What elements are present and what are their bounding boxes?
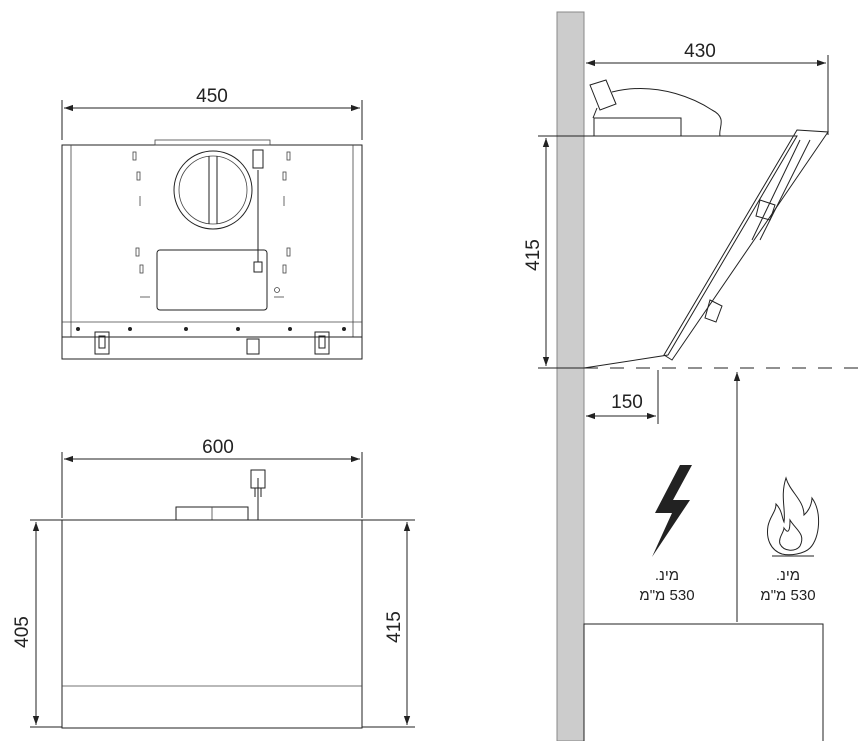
front-view: 600 405 415 [12, 437, 415, 729]
electric-min-line1: מינ. [655, 567, 679, 584]
side-depth-dimension: 430 [586, 41, 829, 135]
side-offset-dimension: 150 [586, 370, 659, 424]
wall [556, 11, 585, 741]
electric-min-line2: 530 מ"מ [639, 587, 694, 604]
front-left-height-label: 405 [12, 616, 33, 648]
duct-collar [173, 150, 253, 230]
flame-icon [767, 476, 819, 557]
side-plug-cable [589, 79, 722, 137]
screws [76, 287, 346, 331]
electric-cooktop-clearance: מינ. 530 מ"מ [639, 465, 695, 604]
hood-profile [583, 129, 829, 369]
top-view-body [61, 139, 363, 360]
cooktop-counter [583, 623, 824, 741]
side-depth-label: 430 [684, 41, 716, 62]
front-plug [175, 469, 266, 521]
side-height-label: 415 [523, 239, 544, 271]
front-right-height-label: 415 [384, 611, 405, 643]
front-right-height-dimension: 415 [362, 519, 415, 728]
side-height-dimension: 415 [523, 135, 584, 369]
electrical-box [156, 249, 268, 311]
front-view-body [61, 519, 363, 729]
front-left-height-dimension: 405 [12, 519, 62, 728]
top-width-label: 450 [196, 86, 228, 107]
mounting-slots [132, 151, 291, 298]
lightning-icon [652, 465, 692, 557]
gas-min-line2: 530 מ"מ [760, 587, 815, 604]
mounting-clips [94, 331, 330, 355]
front-width-dimension: 600 [61, 437, 363, 518]
top-width-dimension: 450 [61, 86, 363, 140]
front-width-label: 600 [202, 437, 234, 458]
gas-min-line1: מינ. [776, 567, 800, 584]
side-view: 430 415 [523, 11, 862, 741]
gas-cooktop-clearance: מינ. 530 מ"מ [760, 476, 819, 604]
motor-unit [593, 117, 682, 137]
side-offset-label: 150 [611, 392, 643, 413]
top-view: 450 [61, 86, 363, 360]
